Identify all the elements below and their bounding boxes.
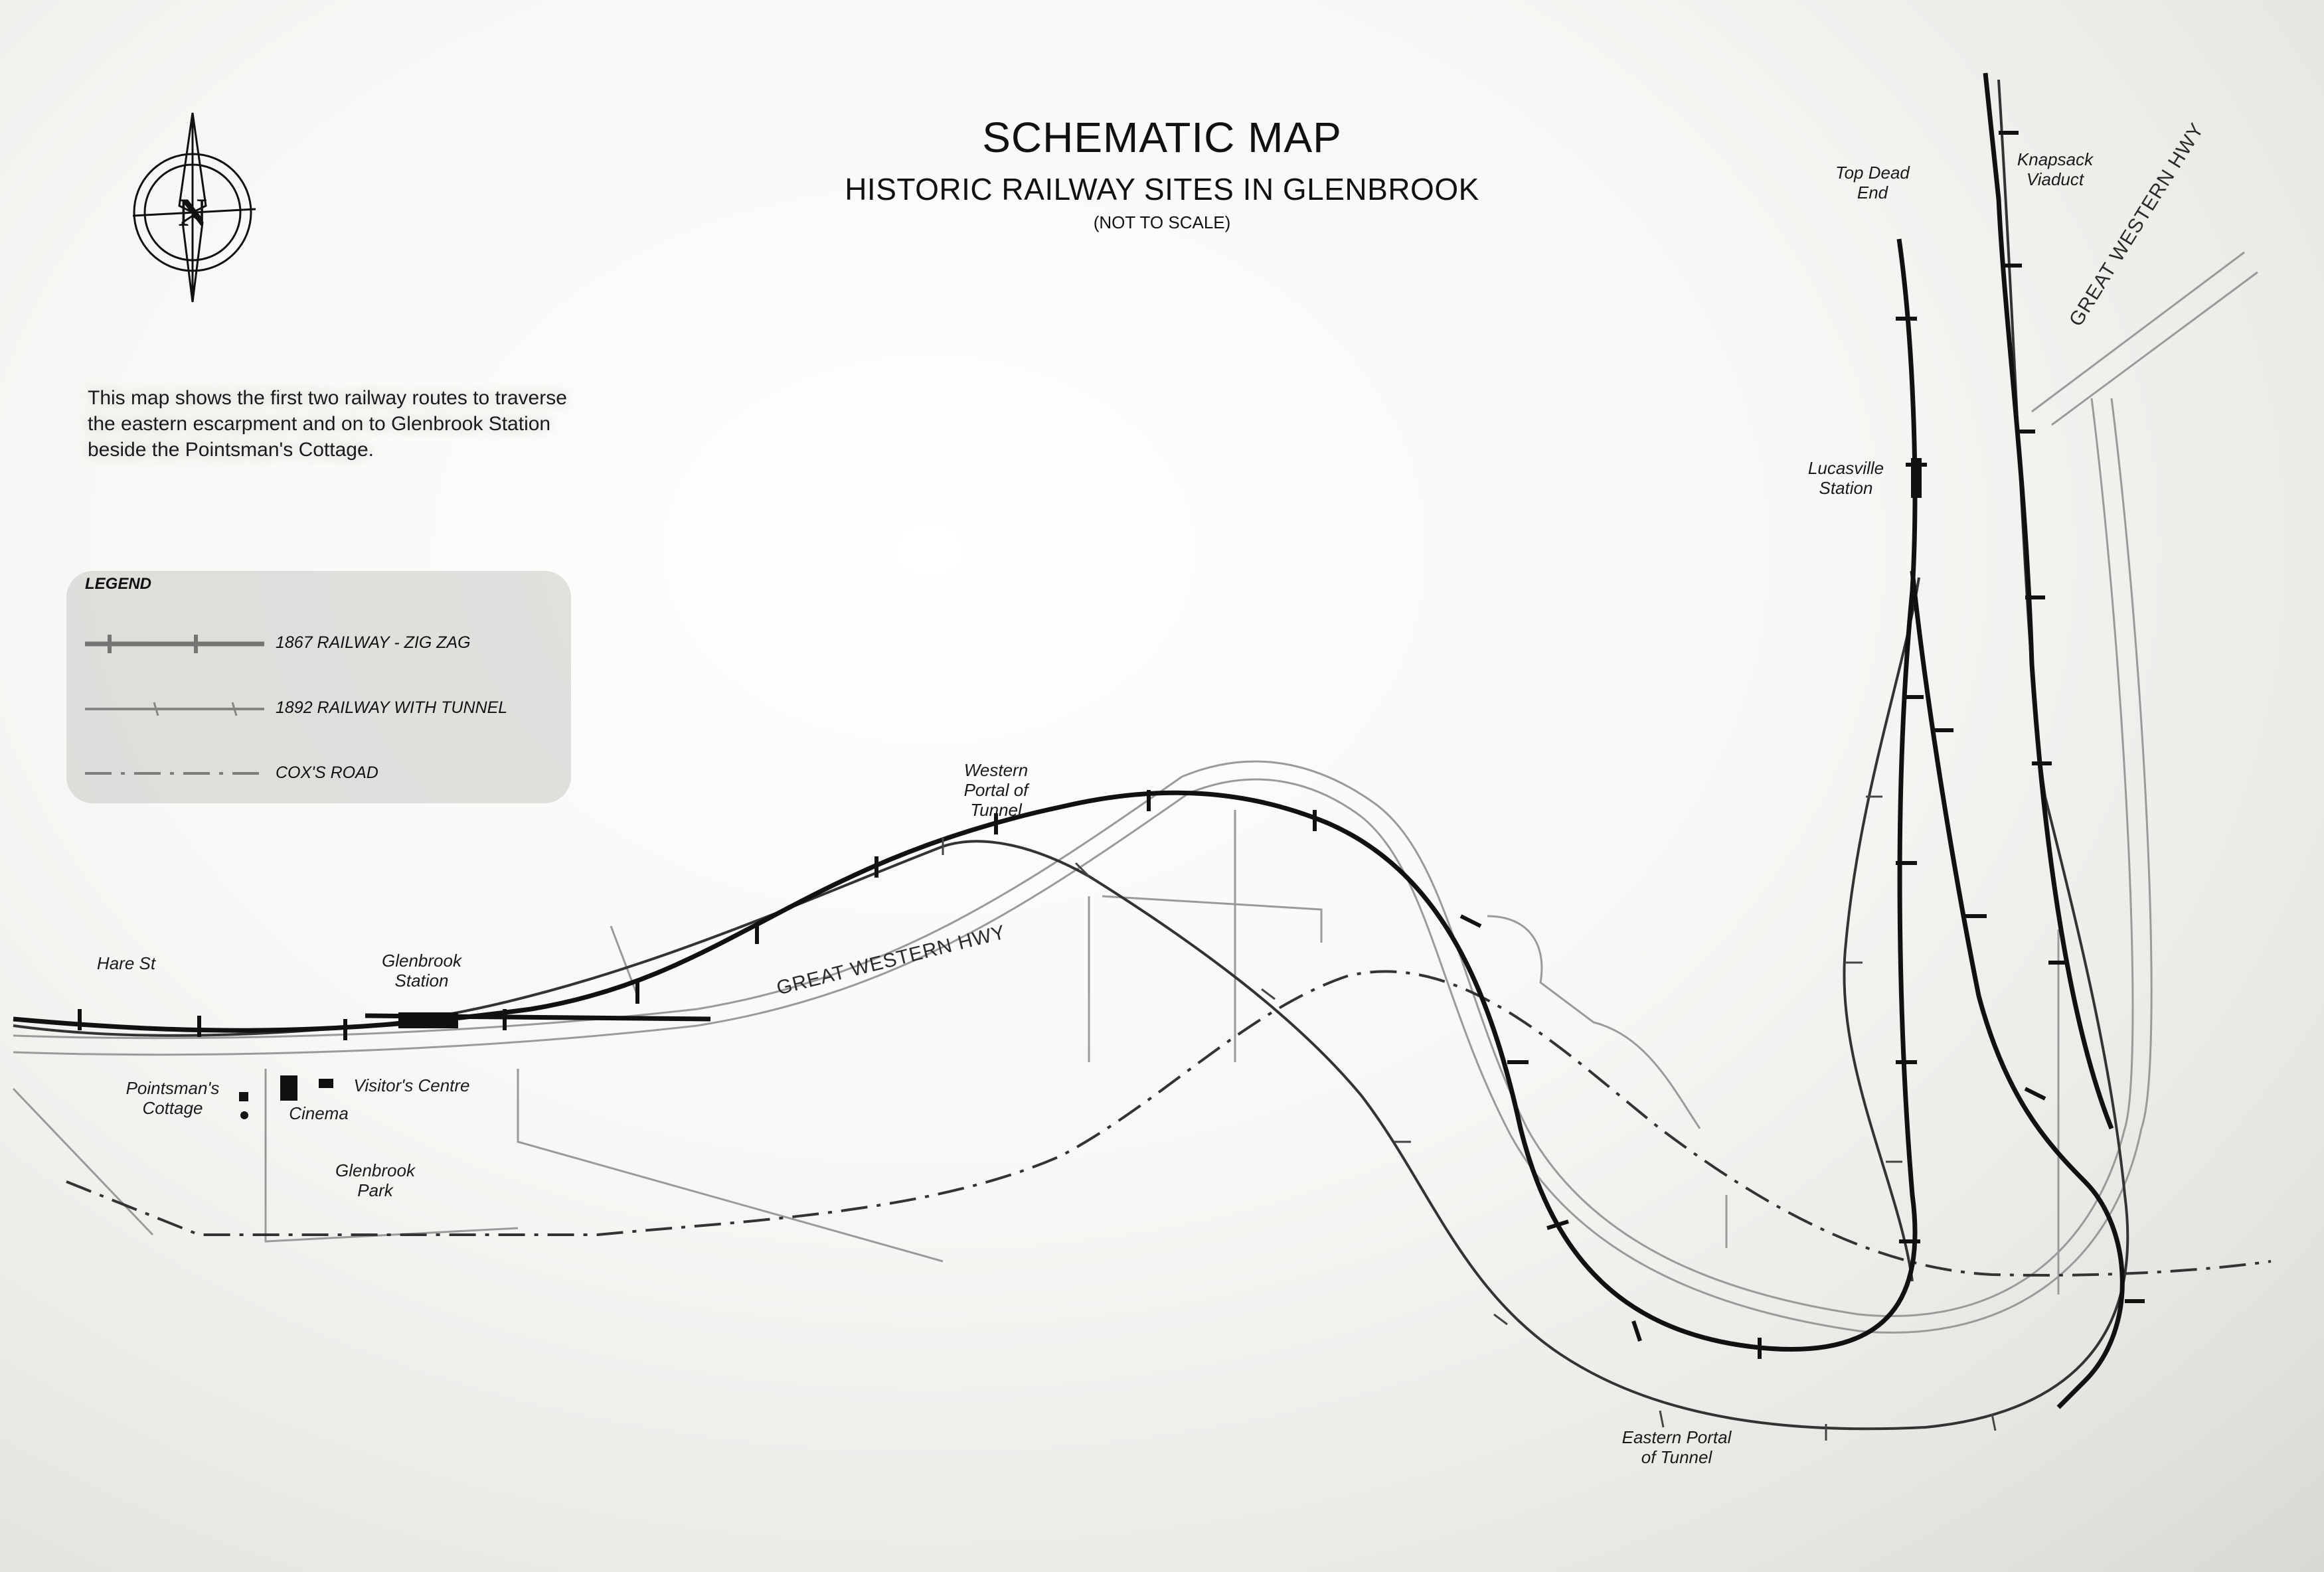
- title-block: SCHEMATIC MAP HISTORIC RAILWAY SITES IN …: [730, 113, 1594, 233]
- label-lucasville-station: Lucasville Station: [1807, 458, 1884, 498]
- railway-1867-ticks: [78, 131, 2145, 1359]
- railway-1892-ticks: [942, 795, 1997, 1441]
- map-description: This map shows the first two railway rou…: [88, 387, 567, 461]
- road-network: [12, 251, 2258, 1334]
- coxs-road: [66, 970, 2272, 1277]
- north-compass-icon: N: [132, 112, 256, 303]
- road-great-western-hwy: [13, 398, 2134, 1318]
- road-local-3: [1102, 895, 1323, 943]
- road-local-6: [517, 1069, 944, 1263]
- railway-1867-viaduct: [1983, 72, 2114, 1130]
- pointsmans-cottage-building: [239, 1092, 248, 1101]
- pointsmans-cottage-marker: [240, 1111, 248, 1119]
- label-glenbrook-station: Glenbrook Station: [382, 951, 461, 990]
- map-title: SCHEMATIC MAP: [982, 114, 1342, 161]
- road-east-highway-edge: [2051, 271, 2258, 426]
- label-eastern-portal: Eastern Portal of Tunnel: [1621, 1427, 1732, 1467]
- label-pointsmans-cottage: Pointsman's Cottage: [125, 1078, 220, 1118]
- lucasville-station-platform: [1911, 458, 1922, 498]
- railway-1892-branch: [1843, 577, 1920, 1282]
- road-local-7: [264, 1069, 519, 1243]
- railway-1892-with-tunnel: [13, 79, 2129, 1431]
- road-local-8: [12, 1087, 154, 1236]
- cinema-building: [280, 1075, 297, 1101]
- legend-item-1867-railway: 1867 RAILWAY - ZIG ZAG: [276, 633, 471, 652]
- label-western-portal: Western Portal of Tunnel: [963, 760, 1029, 820]
- legend-panel: [66, 571, 571, 803]
- label-knapsack-viaduct: Knapsack Viaduct: [2017, 149, 2094, 189]
- legend-title: LEGEND: [85, 575, 152, 593]
- scale-note: (NOT TO SCALE): [1093, 212, 1231, 232]
- label-visitors-centre: Visitor's Centre: [353, 1075, 470, 1095]
- compass-letter: N: [178, 191, 207, 234]
- road-east-highway: [2031, 251, 2245, 413]
- visitors-centre-building: [319, 1079, 333, 1088]
- label-glenbrook-park: Glenbrook Park: [335, 1160, 415, 1200]
- glenbrook-station-platform: [398, 1012, 458, 1028]
- label-top-dead-end: Top Dead End: [1835, 163, 1910, 202]
- road-local-4: [1487, 915, 1701, 1129]
- map-subtitle: HISTORIC RAILWAY SITES IN GLENBROOK: [845, 172, 1479, 206]
- label-cinema: Cinema: [289, 1103, 349, 1123]
- label-hare-st: Hare St: [96, 953, 156, 973]
- legend-item-coxs-road: COX'S ROAD: [276, 763, 378, 782]
- road-great-western-hwy-edge: [13, 398, 2153, 1334]
- legend-item-1892-railway: 1892 RAILWAY WITH TUNNEL: [276, 698, 508, 717]
- railway-1867-main: [13, 238, 1918, 1352]
- railway-1867-zigzag-east: [1910, 570, 2125, 1409]
